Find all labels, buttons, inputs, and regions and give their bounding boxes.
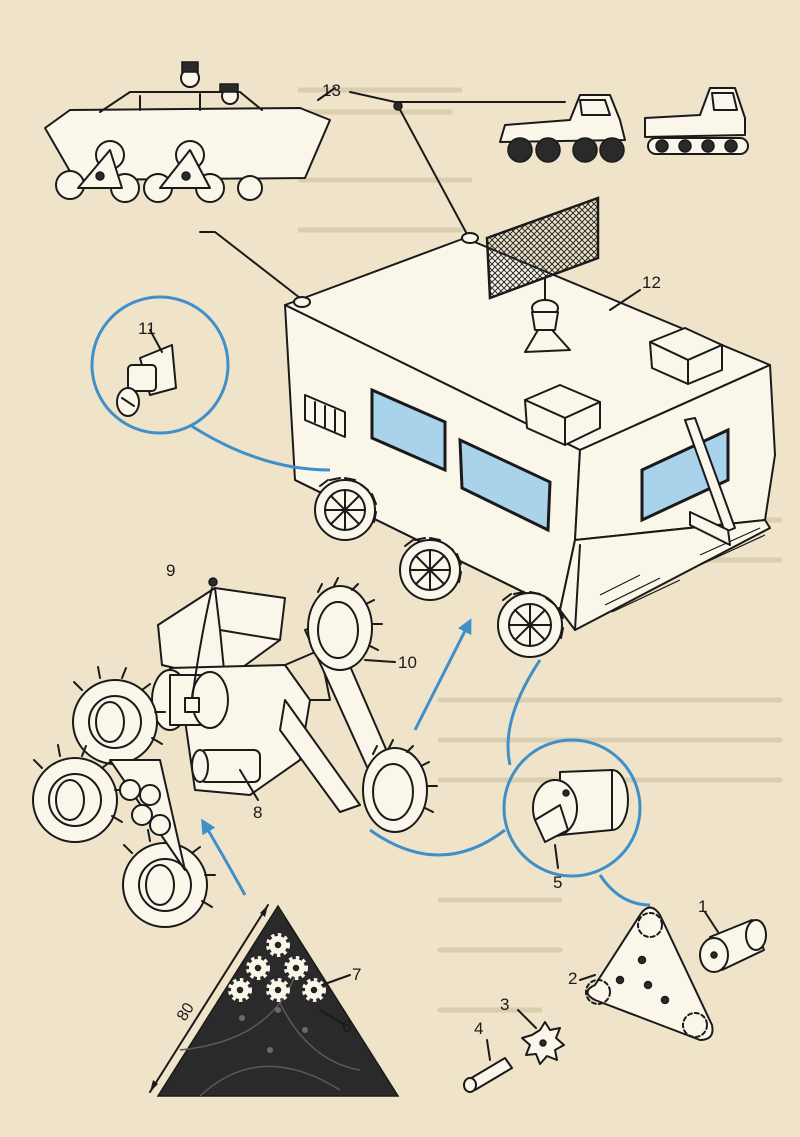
- roof-box-right: [649, 327, 723, 385]
- leader-line-8: [239, 769, 259, 801]
- rover-variant-six-wheel: [499, 94, 626, 163]
- part-1-spacer-cylinder: [699, 911, 767, 973]
- antenna-whip-right: [397, 105, 469, 237]
- label-8: 8: [253, 803, 262, 822]
- arrow-plate-to-drive: [201, 818, 247, 896]
- leader-line-12: [609, 289, 641, 311]
- label-9: 9: [166, 561, 175, 580]
- label-11: 11: [138, 319, 156, 338]
- window-front-2: [458, 437, 552, 533]
- gear-plate-small-gears: [109, 759, 186, 871]
- rover-13-wheel-group-right: [143, 140, 263, 203]
- label-5: 5: [553, 873, 562, 892]
- label-2: 2: [568, 969, 577, 988]
- part-3-small-gear: [517, 1009, 565, 1065]
- rover-13-wheel-group-left: [55, 140, 140, 203]
- roof-box-left: [524, 384, 601, 446]
- drive-module-assembly: [151, 577, 396, 813]
- leader-line-10: [364, 659, 396, 663]
- rover-variant-tracked: [644, 87, 749, 155]
- label-12: 12: [642, 273, 661, 292]
- dimension-line-80: [149, 904, 269, 1093]
- solar-panel-antenna: [485, 196, 600, 353]
- rover-wheel-1: [314, 477, 377, 541]
- track-gear-wheel-lower: [362, 739, 438, 833]
- rover-wheel-2: [399, 537, 462, 601]
- main-rover-body: [199, 101, 776, 631]
- rover-model-13: [44, 61, 331, 203]
- track-gear-wheel-upper: [307, 577, 383, 671]
- label-10: 10: [398, 653, 417, 672]
- cable-9: [191, 587, 213, 701]
- arrow-drive-to-rover: [413, 618, 472, 731]
- label-1: 1: [698, 897, 707, 916]
- part-labels: 13 12 11 10 9 8 7 6 5 4 3 2 1 80: [138, 81, 707, 1038]
- label-4: 4: [474, 1019, 483, 1038]
- drive-gear-wheel-bottom: [122, 829, 216, 928]
- vent-grille: [304, 394, 346, 438]
- part-7-small-gears-on-plate: [228, 933, 351, 1002]
- part-4-pin: [463, 1039, 513, 1093]
- side-strut: [684, 417, 736, 533]
- drive-gear-wheel-top: [72, 666, 166, 765]
- label-dimension-80: 80: [174, 1000, 198, 1024]
- label-7: 7: [352, 965, 361, 984]
- body-shading-hatch: [599, 527, 766, 613]
- antenna-whip-left: [199, 231, 301, 299]
- window-front-1: [370, 387, 447, 473]
- label-3: 3: [500, 995, 509, 1014]
- part-2-triangle-plate: [579, 906, 714, 1041]
- callout-detail-5: [369, 659, 651, 907]
- label-6: 6: [342, 1017, 351, 1036]
- rover-wheel-3: [497, 591, 564, 658]
- leader-line-13: [317, 87, 566, 103]
- label-13: 13: [322, 81, 341, 100]
- drive-gear-wheel-middle: [32, 744, 126, 843]
- callout-detail-11: [90, 295, 331, 472]
